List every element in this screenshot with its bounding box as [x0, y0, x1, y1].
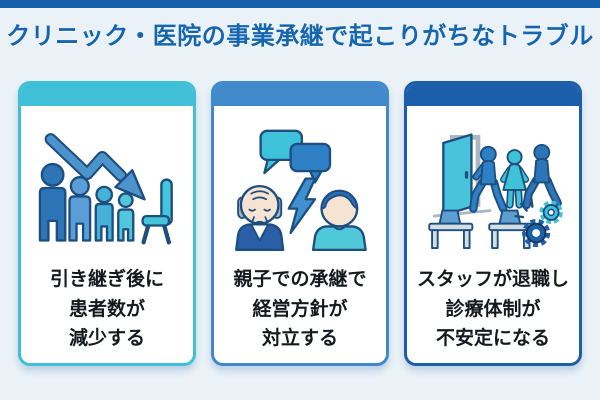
staff-leaving-door-desks-broken-gears-icon — [407, 106, 579, 264]
page-title: クリニック・医院の事業承継で起こりがちなトラブル — [6, 22, 594, 50]
card-staff-resignation: スタッフが退職し 診療体制が 不安定になる — [404, 81, 582, 367]
cards-row: 引き継ぎ後に 患者数が 減少する — [0, 81, 600, 367]
card-parent-child-conflict: 親子での承継で 経営方針が 対立する — [211, 81, 389, 367]
card-caption: 引き継ぎ後に 患者数が 減少する — [21, 265, 193, 353]
caption-line: スタッフが退職し — [416, 268, 569, 291]
caption-line: 減少する — [68, 327, 145, 350]
card-caption: 親子での承継で 経営方針が 対立する — [214, 265, 386, 353]
caption-line: 対立する — [261, 327, 338, 350]
card-caption: スタッフが退職し 診療体制が 不安定になる — [407, 265, 579, 353]
card-patient-decline: 引き継ぎ後に 患者数が 減少する — [18, 81, 196, 367]
patients-decline-arrow-empty-chair-icon — [21, 106, 193, 264]
caption-line: 患者数が — [68, 297, 145, 320]
caption-line: 親子での承継で — [233, 268, 367, 291]
card-header-strip — [21, 84, 193, 107]
card-header-strip — [407, 84, 579, 107]
caption-line: 不安定になる — [435, 327, 550, 350]
caption-line: 診療体制が — [445, 297, 541, 320]
caption-line: 経営方針が — [252, 297, 348, 320]
father-son-speech-bubbles-lightning-icon — [214, 106, 386, 264]
top-accent-strip — [0, 0, 600, 8]
card-header-strip — [214, 84, 386, 107]
caption-line: 引き継ぎ後に — [49, 268, 164, 291]
